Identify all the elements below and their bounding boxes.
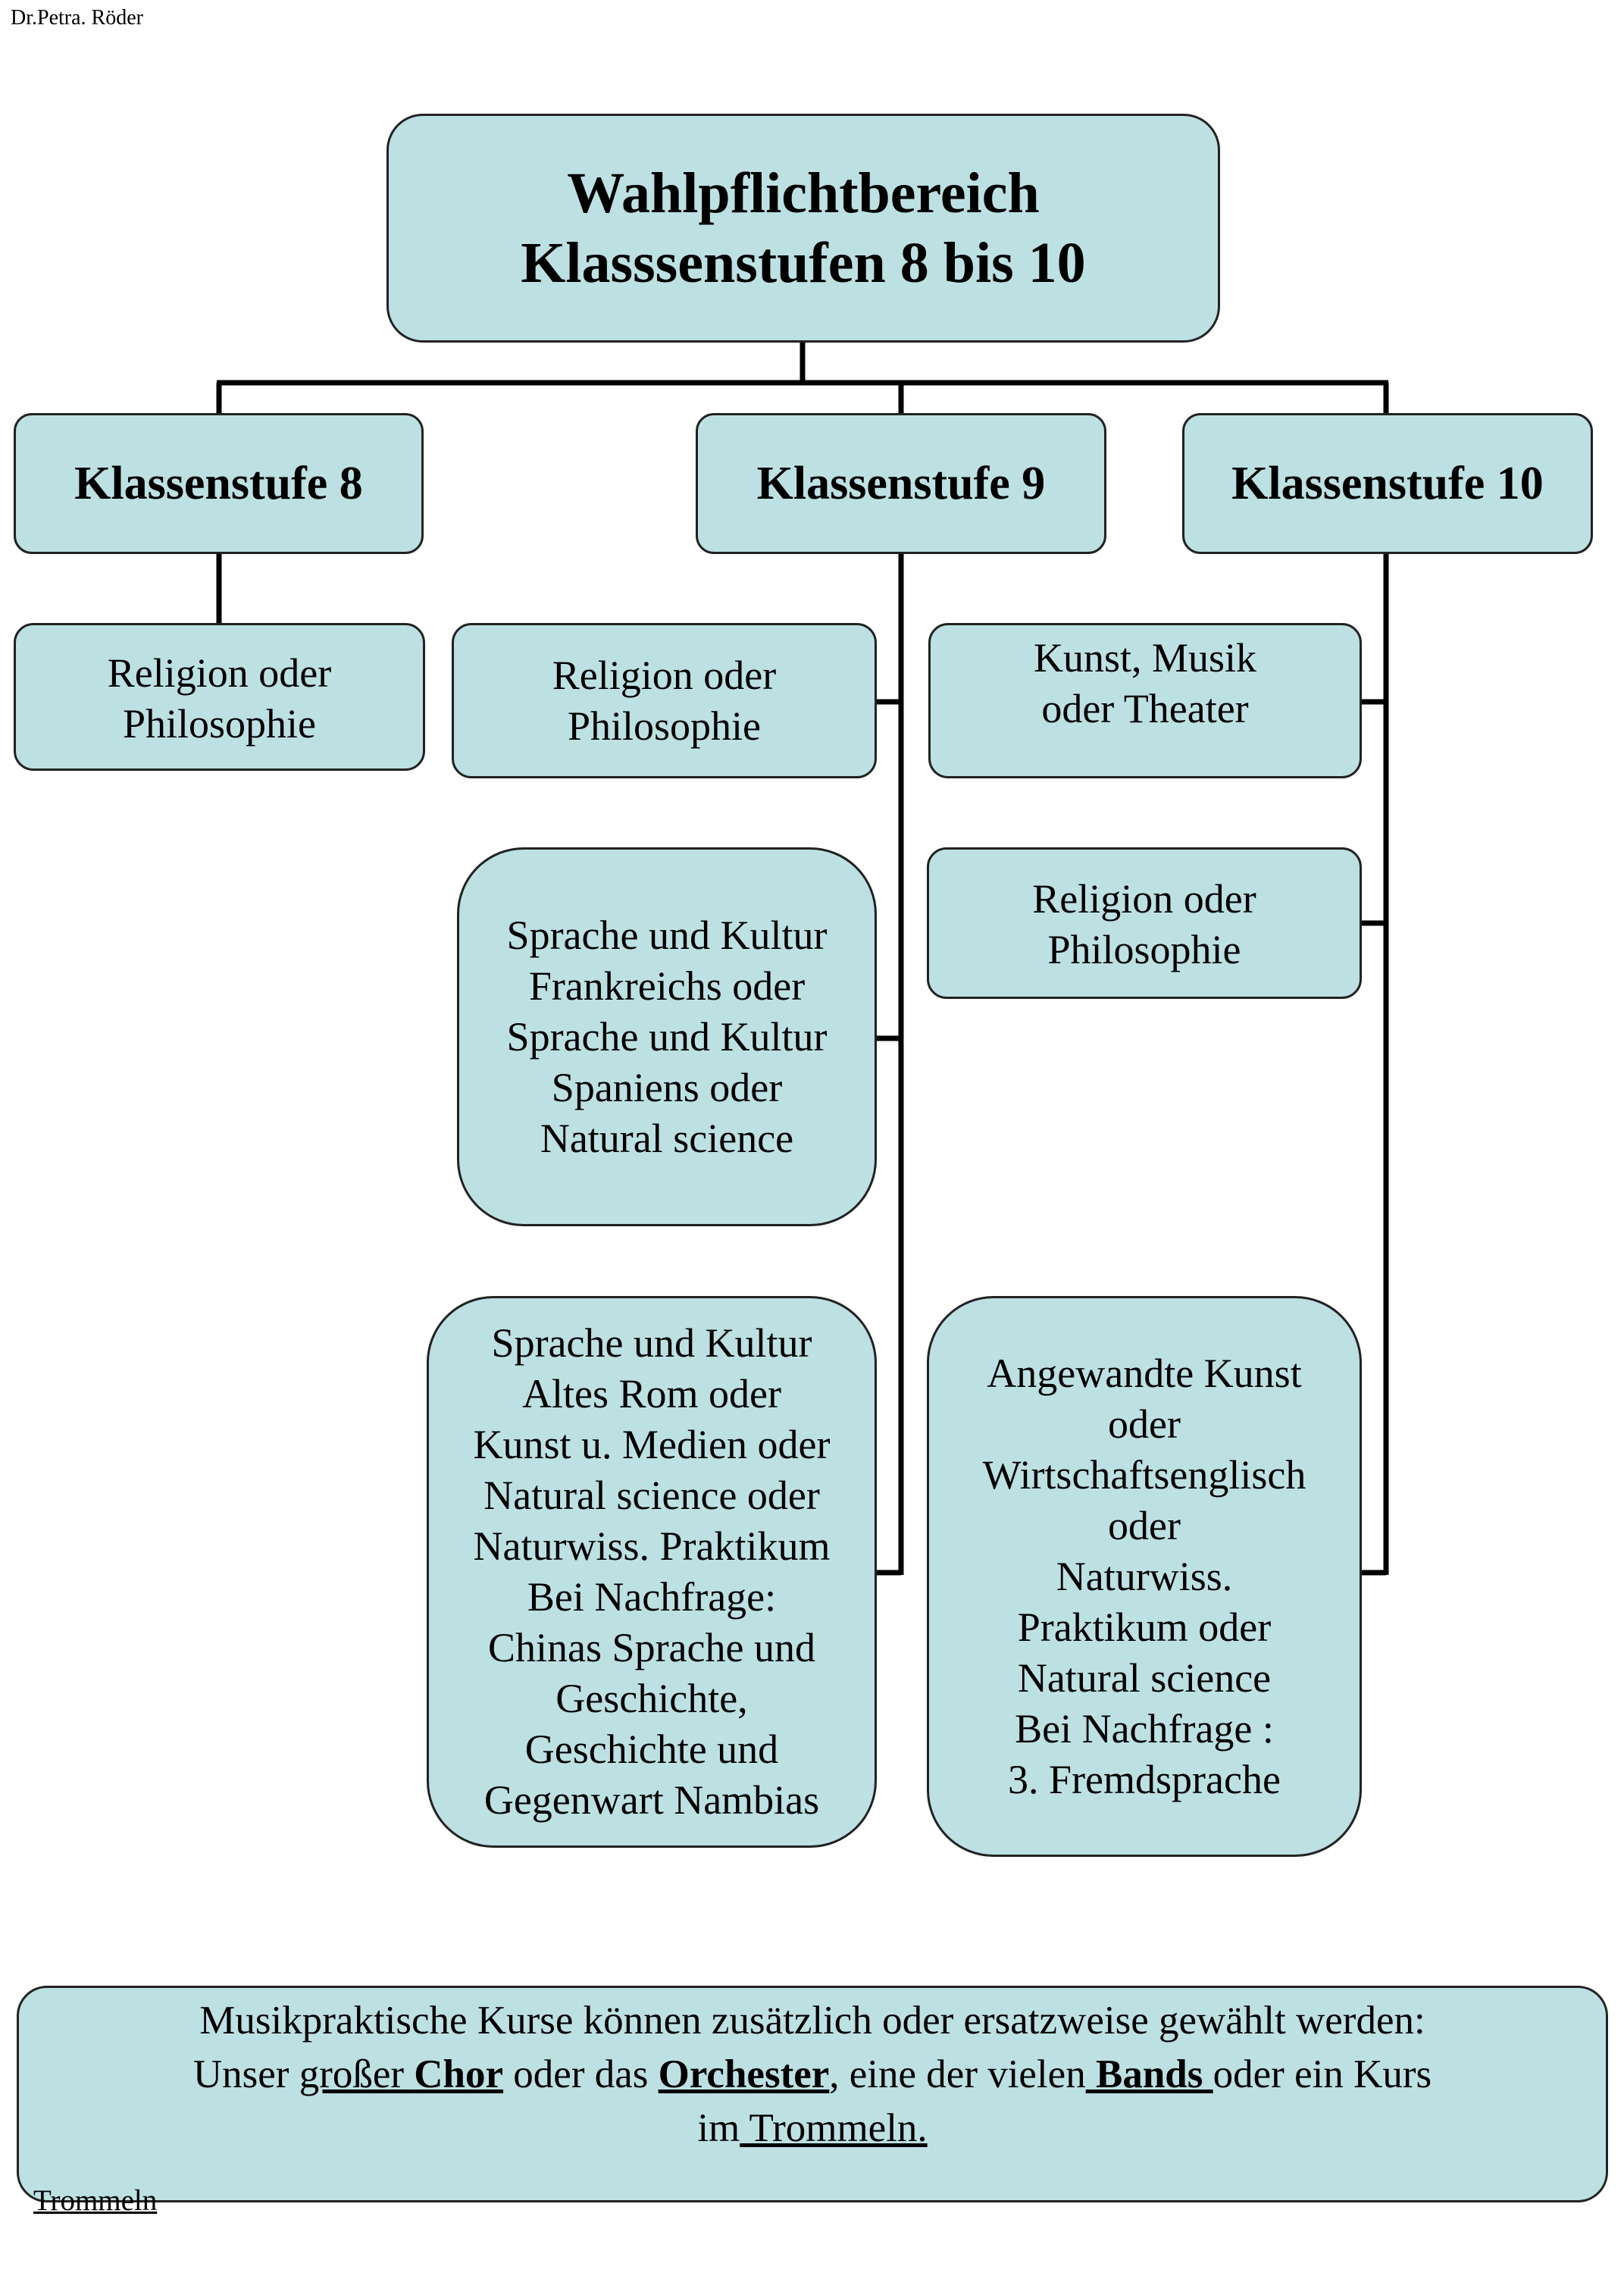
course-line: Altes Rom oder <box>522 1371 781 1417</box>
level-label: Klassenstufe 10 <box>1231 458 1544 509</box>
text: Unser <box>192 2052 299 2096</box>
course-line: Spaniens oder <box>551 1064 783 1110</box>
course-line: Geschichte, <box>555 1676 748 1721</box>
note-line-3: im Trommeln. <box>19 2102 1606 2155</box>
course-line: Sprache und Kultur <box>506 912 828 958</box>
level-box-9: Klassenstufe 9 <box>696 413 1106 554</box>
course-line: Natural science <box>1017 1654 1272 1701</box>
course-line: Natural science <box>540 1115 794 1161</box>
link-chor[interactable]: Chor <box>414 2052 504 2096</box>
link-comma[interactable]: , <box>829 2052 840 2096</box>
course-line: 3. Fremdsprache <box>1008 1756 1281 1802</box>
title-box: Wahlpflichtbereich Klasssenstufen 8 bis … <box>386 114 1220 343</box>
link-orchester[interactable]: Orchester <box>658 2052 830 2096</box>
course-box-9-religion: Religion oder Philosophie <box>452 623 877 778</box>
course-line: oder <box>1108 1502 1181 1548</box>
text: oder ein Kurs <box>1213 2052 1432 2096</box>
course-line: Religion oder <box>552 652 777 698</box>
link-space[interactable] <box>404 2052 414 2096</box>
course-box-8-religion: Religion oder Philosophie <box>14 623 425 771</box>
course-line: Gegenwart Nambias <box>483 1777 820 1823</box>
course-line: Religion oder <box>1032 876 1256 922</box>
course-line: Kunst, Musik <box>1033 635 1257 681</box>
course-box-9-wahl: Sprache und Kultur Altes Rom oder Kunst … <box>427 1296 877 1848</box>
link-dot[interactable]: . <box>917 2106 928 2150</box>
text: im <box>697 2106 740 2150</box>
note-line-2: Unser großer Chor oder das Orchester, ei… <box>19 2048 1606 2102</box>
music-courses-note: Musikpraktische Kurse können zusätzlich … <box>17 1986 1608 2202</box>
course-line: Philosophie <box>122 701 317 747</box>
course-line: oder Theater <box>1041 686 1249 731</box>
course-line: Bei Nachfrage : <box>1015 1705 1274 1752</box>
link-space[interactable] <box>1086 2052 1096 2096</box>
course-line: Philosophie <box>1047 927 1241 972</box>
title-line-1: Wahlpflichtbereich <box>567 161 1040 225</box>
course-line: Naturwiss. <box>1056 1553 1233 1599</box>
course-line: Chinas Sprache und <box>488 1625 815 1670</box>
level-label: Klassenstufe 9 <box>756 458 1046 509</box>
course-box-9-sprache: Sprache und Kultur Frankreichs oder Spra… <box>457 847 877 1226</box>
course-line: Frankreichs oder <box>528 963 806 1009</box>
course-line: Sprache und Kultur <box>491 1320 812 1366</box>
link-space[interactable] <box>1203 2052 1213 2096</box>
course-line: Angewandte Kunst <box>987 1350 1302 1396</box>
text: eine der vielen <box>839 2052 1086 2096</box>
course-line: Kunst u. Medien oder <box>473 1422 831 1467</box>
course-box-10-kunst: Kunst, Musik oder Theater <box>928 623 1362 778</box>
level-box-8: Klassenstufe 8 <box>14 413 424 554</box>
course-line: Bei Nachfrage: <box>527 1574 777 1620</box>
course-line: Philosophie <box>567 703 762 749</box>
link-trommeln[interactable]: Trommeln <box>740 2106 918 2150</box>
course-line: Natural science oder <box>483 1473 820 1518</box>
link-grosser[interactable]: großer <box>299 2052 405 2096</box>
course-line: Geschichte und <box>524 1726 779 1772</box>
level-label: Klassenstufe 8 <box>74 458 363 509</box>
course-line: Praktikum oder <box>1017 1604 1272 1650</box>
course-line: Religion oder <box>107 650 332 696</box>
course-line: oder <box>1108 1401 1181 1447</box>
course-line: Wirtschaftsenglisch <box>982 1451 1306 1498</box>
course-line: Naturwiss. Praktikum <box>473 1523 831 1569</box>
footer-link-trommeln[interactable]: Trommeln <box>33 2184 158 2217</box>
author-name: Dr.Petra. Röder <box>11 6 143 30</box>
course-line: Sprache und Kultur <box>506 1013 828 1060</box>
course-box-10-religion: Religion oder Philosophie <box>927 847 1362 999</box>
course-box-10-wahl: Angewandte Kunst oder Wirtschaftsenglisc… <box>927 1296 1362 1857</box>
level-box-10: Klassenstufe 10 <box>1182 413 1593 554</box>
note-line-1: Musikpraktische Kurse können zusätzlich … <box>199 1999 1425 2043</box>
link-bands[interactable]: Bands <box>1095 2052 1203 2096</box>
title-line-2: Klasssenstufen 8 bis 10 <box>521 231 1086 295</box>
text: oder das <box>503 2052 659 2096</box>
